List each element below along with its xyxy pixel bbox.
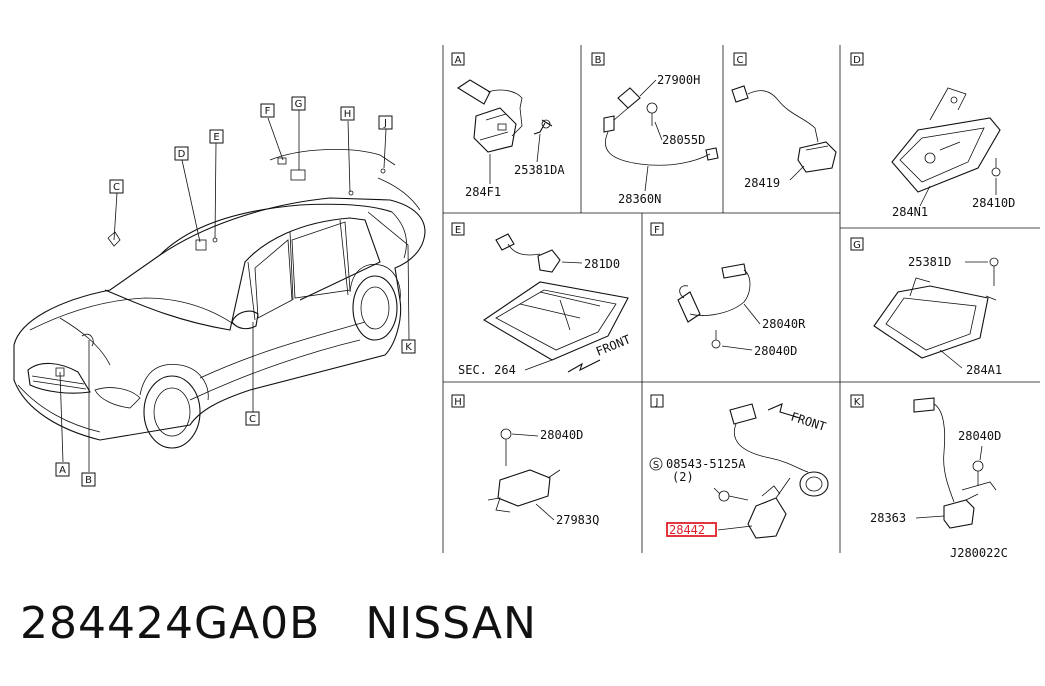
- callout-b[interactable]: B: [81, 472, 96, 487]
- svg-text:28419: 28419: [744, 176, 780, 190]
- callout-e[interactable]: E: [209, 129, 224, 144]
- svg-text:08543-5125A: 08543-5125A: [666, 457, 746, 471]
- svg-text:E: E: [213, 132, 219, 143]
- svg-text:B: B: [85, 475, 92, 486]
- panel-d: D 284N1 28410D: [850, 52, 1015, 219]
- svg-text:K: K: [405, 342, 412, 353]
- svg-text:C: C: [113, 182, 120, 193]
- highlighted-part-28442[interactable]: [666, 522, 717, 537]
- svg-text:25381DA: 25381DA: [514, 163, 565, 177]
- footer-brand: NISSAN: [365, 598, 537, 649]
- svg-text:B: B: [595, 55, 602, 66]
- svg-text:28055D: 28055D: [662, 133, 705, 147]
- panel-grid: [442, 45, 1040, 553]
- svg-text:H: H: [344, 109, 352, 120]
- main-callouts: A B C C D E F G H J K: [55, 96, 416, 487]
- svg-text:E: E: [455, 225, 461, 236]
- svg-text:27983Q: 27983Q: [556, 513, 599, 527]
- panel-h: H 28040D 27983Q: [451, 394, 599, 527]
- svg-text:27900H: 27900H: [657, 73, 700, 87]
- svg-text:28442: 28442: [669, 523, 705, 537]
- svg-text:J: J: [655, 397, 659, 408]
- svg-text:D: D: [178, 149, 186, 160]
- footer-title: 284424GA0B NISSAN: [20, 598, 537, 649]
- callout-h[interactable]: H: [340, 106, 355, 121]
- svg-text:A: A: [455, 55, 462, 66]
- svg-text:K: K: [854, 397, 861, 408]
- panel-j: J FRONT S 08543-5125A (2) 28442: [649, 394, 829, 539]
- svg-text:284A1: 284A1: [966, 363, 1002, 377]
- callout-c-left[interactable]: C: [109, 179, 124, 194]
- svg-text:28410D: 28410D: [972, 196, 1015, 210]
- diagram-code: J280022C: [950, 546, 1008, 560]
- svg-text:A: A: [59, 465, 66, 476]
- callout-g[interactable]: G: [291, 96, 306, 111]
- svg-text:FRONT: FRONT: [789, 410, 828, 434]
- svg-text:284N1: 284N1: [892, 205, 928, 219]
- svg-text:281D0: 281D0: [584, 257, 620, 271]
- panel-g: G 25381D 284A1: [850, 237, 1002, 377]
- callout-f[interactable]: F: [260, 103, 275, 118]
- panel-a: A 25381DA 284F1: [451, 52, 565, 199]
- callout-a[interactable]: A: [55, 462, 70, 477]
- panel-b: B 27900H 28055D 28360N: [591, 52, 719, 206]
- svg-text:28040D: 28040D: [540, 428, 583, 442]
- callout-d[interactable]: D: [174, 146, 189, 161]
- svg-text:25381D: 25381D: [908, 255, 951, 269]
- footer-part-number: 284424GA0B: [20, 598, 321, 649]
- svg-text:28360N: 28360N: [618, 192, 661, 206]
- svg-text:D: D: [853, 55, 861, 66]
- svg-text:G: G: [853, 240, 861, 251]
- panel-c: C 28419: [731, 52, 837, 190]
- svg-text:F: F: [654, 225, 660, 236]
- panel-k: K 28040D 28363: [850, 394, 1001, 529]
- svg-text:(2): (2): [672, 470, 694, 484]
- svg-text:28363: 28363: [870, 511, 906, 525]
- parts-diagram: A B C C D E F G H J K A 25381DA 284F1: [13, 45, 1040, 560]
- svg-text:C: C: [249, 414, 256, 425]
- callout-c-mirror[interactable]: C: [245, 411, 260, 426]
- car-illustration: [13, 110, 426, 472]
- svg-text:SEC. 264: SEC. 264: [458, 363, 516, 377]
- svg-text:C: C: [737, 55, 744, 66]
- callout-j[interactable]: J: [378, 115, 393, 130]
- svg-text:FRONT: FRONT: [594, 332, 633, 359]
- callout-k[interactable]: K: [401, 339, 416, 354]
- svg-text:G: G: [295, 99, 303, 110]
- svg-text:J: J: [383, 118, 387, 129]
- panel-e: E 281D0 SEC. 264 FRONT: [451, 222, 633, 377]
- svg-text:F: F: [265, 106, 271, 117]
- svg-text:28040D: 28040D: [754, 344, 797, 358]
- svg-text:28040R: 28040R: [762, 317, 806, 331]
- svg-text:H: H: [454, 397, 462, 408]
- svg-text:284F1: 284F1: [465, 185, 501, 199]
- panel-f: F 28040R 28040D: [650, 222, 806, 358]
- svg-text:28040D: 28040D: [958, 429, 1001, 443]
- svg-text:S: S: [653, 460, 659, 471]
